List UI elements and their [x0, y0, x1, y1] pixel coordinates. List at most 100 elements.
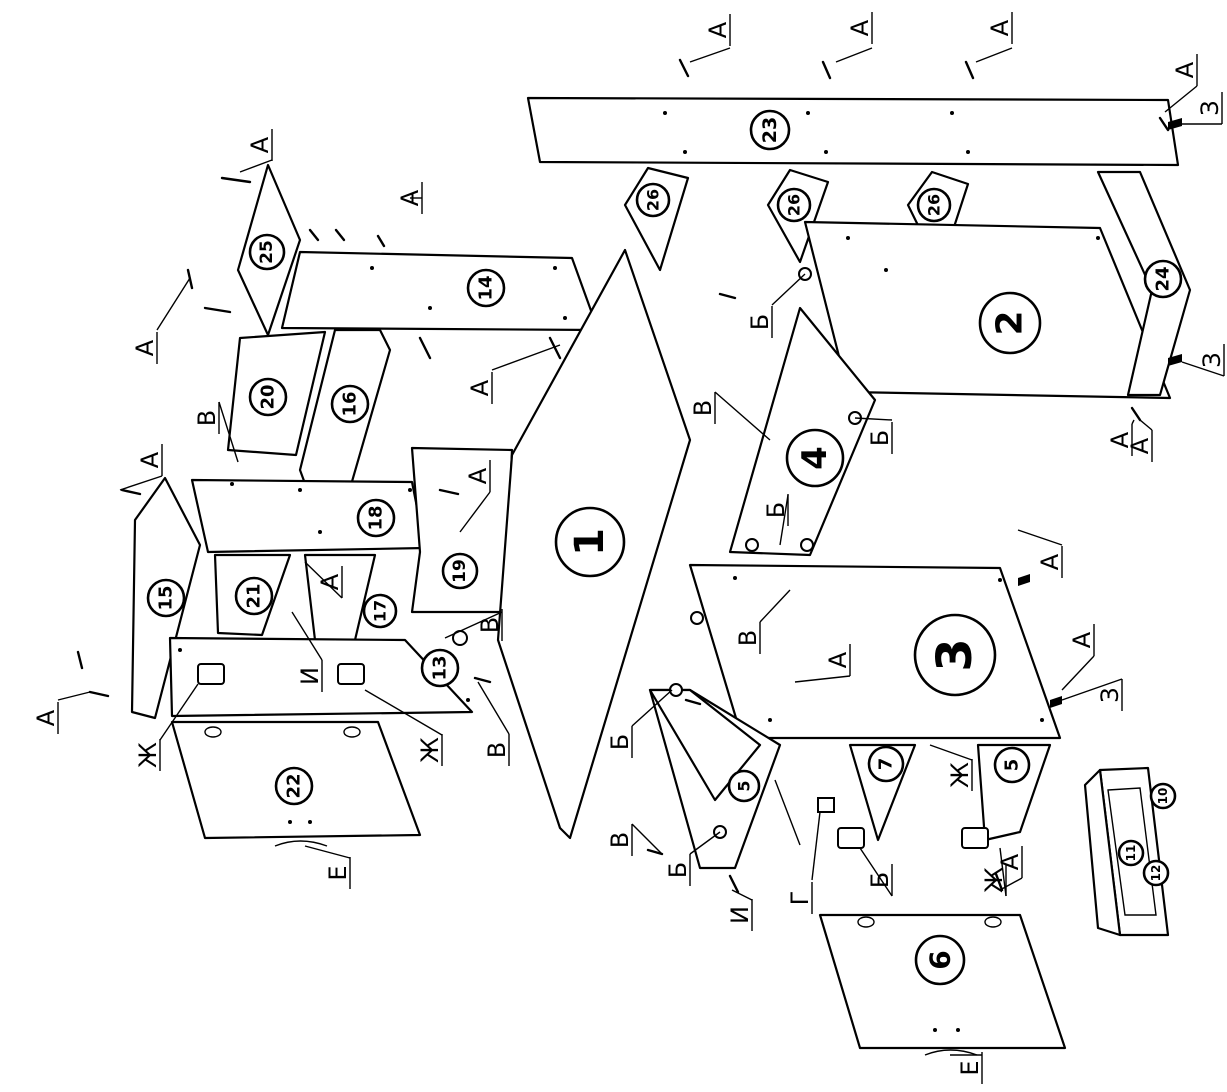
callout-leader [304, 561, 343, 599]
callout-leader [689, 47, 731, 63]
callout-leader [218, 401, 239, 463]
hardware-letter-label: А [1036, 553, 1064, 570]
hardware-callout-c27: А [1017, 529, 1064, 578]
part-badge-p19: 19 [441, 552, 479, 590]
hardware-callout-c21: И [291, 611, 324, 692]
part-badge-p26a: 26 [635, 182, 671, 218]
part-number-label: 10 [1156, 788, 1170, 805]
part-number-label: 15 [156, 585, 177, 610]
hardware-callout-c26: А [32, 691, 91, 734]
part-badge-circle [913, 613, 997, 697]
part-badge-p4: 4 [785, 428, 845, 488]
callout-leader [156, 277, 191, 331]
part-number-label: 20 [258, 384, 279, 409]
part-number-label: 5 [1002, 759, 1023, 772]
part-badge-circle [776, 187, 812, 223]
hardware-callout-c40: И [726, 889, 754, 931]
callout-leader [779, 494, 789, 546]
hardware-callout-c09: А [466, 344, 561, 404]
hardware-callout-c22: Ж [134, 683, 199, 771]
part-number-label: 26 [644, 189, 663, 211]
part-badge-circle [916, 187, 952, 223]
part-badge-circle [749, 109, 791, 151]
callout-leader [1131, 419, 1135, 425]
hardware-callout-c39: Ж [929, 744, 974, 791]
panel-14 [280, 250, 600, 332]
hardware-letter-label: Б [746, 314, 774, 330]
hardware-letter-label: Ж [416, 737, 444, 763]
part-number-label: 3 [927, 638, 983, 671]
part-badge-p2: 2 [978, 291, 1042, 355]
hardware-callout-c05: З [1182, 92, 1224, 125]
hardware-letter-label: В [689, 400, 717, 416]
hardware-callout-c03: А [975, 12, 1014, 63]
callout-leader [444, 611, 503, 639]
part-badge-p11: 11 [1117, 839, 1145, 867]
hardware-letter-label: В [476, 617, 504, 633]
hardware-callout-c15: А [119, 444, 164, 491]
hardware-callout-c25: Е [304, 845, 352, 889]
hardware-letter-label: А [1171, 61, 1199, 78]
hardware-callout-c17: А [1126, 419, 1154, 462]
part-badge-circle [356, 498, 396, 538]
part-badge-p21: 21 [234, 576, 274, 616]
hardware-callout-c06: А [239, 129, 274, 173]
hardware-callout-c12: В [689, 391, 771, 441]
hardware-letter-label: В [483, 742, 511, 758]
hardware-callout-c02: А [835, 12, 874, 63]
hardware-callout-c28: З [1061, 678, 1124, 711]
callout-leader [859, 847, 893, 897]
hardware-callout-c08: А [131, 277, 191, 364]
part-number-label: 24 [1153, 266, 1174, 291]
hardware-letter-label: А [846, 19, 874, 36]
hardware-letter-label: Б [606, 734, 634, 750]
part-badge-circle [146, 578, 186, 618]
panel-13 [168, 636, 474, 718]
hardware-letter-label: Б [762, 502, 790, 518]
callout-leader [364, 689, 443, 736]
part-badge-p12: 12 [1142, 859, 1170, 887]
hardware-letter-label: А [1106, 431, 1134, 448]
part-badge-p23: 23 [749, 109, 791, 151]
part-badge-circle [330, 384, 370, 424]
part-number-label: 19 [450, 559, 470, 583]
hardware-callout-c04: А [1164, 54, 1199, 113]
part-number-label: 1 [567, 528, 613, 556]
part-badge-p15: 15 [146, 578, 186, 618]
part-number-label: 2 [990, 310, 1031, 335]
hardware-letter-label: Б [866, 430, 894, 446]
hardware-letter-label: И [726, 906, 754, 924]
part-badge-circle [785, 428, 845, 488]
part-number-label: 4 [795, 446, 835, 470]
hardware-letter-label: Б [664, 862, 692, 878]
hardware-letter-label: А [986, 19, 1014, 36]
callout-leader [1164, 85, 1198, 113]
hardware-callout-c33: Б [664, 831, 721, 886]
hardware-letter-label: Г [786, 891, 814, 906]
part-number-label: 23 [759, 117, 781, 143]
hardware-letter-label: Б [866, 872, 894, 888]
hardware-callout-c31: А [794, 644, 852, 683]
part-badge-circle [1142, 859, 1170, 887]
callout-leader [477, 681, 510, 735]
part-badge-circle [248, 377, 288, 417]
part-badge-p7: 7 [867, 745, 905, 783]
hardware-letter-label: Е [324, 865, 352, 880]
hardware-callout-c36: Г [786, 811, 821, 914]
callout-leader [1139, 419, 1153, 431]
callout-leader [1061, 678, 1123, 701]
part-badge-circle [993, 746, 1031, 784]
hardware-callout-c19: А [304, 561, 344, 599]
part-number-label: 26 [925, 194, 944, 216]
part-number-label: 14 [476, 275, 497, 300]
callout-leader [159, 683, 199, 741]
callout-leader [771, 273, 806, 306]
handle-e-right [924, 1049, 978, 1056]
part-number-label: 13 [430, 655, 451, 680]
hardware-letter-label: А [136, 451, 164, 468]
hardware-letter-label: В [606, 832, 634, 848]
hardware-letter-label: А [1126, 437, 1154, 454]
hardware-letter-label: З [1198, 352, 1226, 367]
part-badge-p20: 20 [248, 377, 288, 417]
